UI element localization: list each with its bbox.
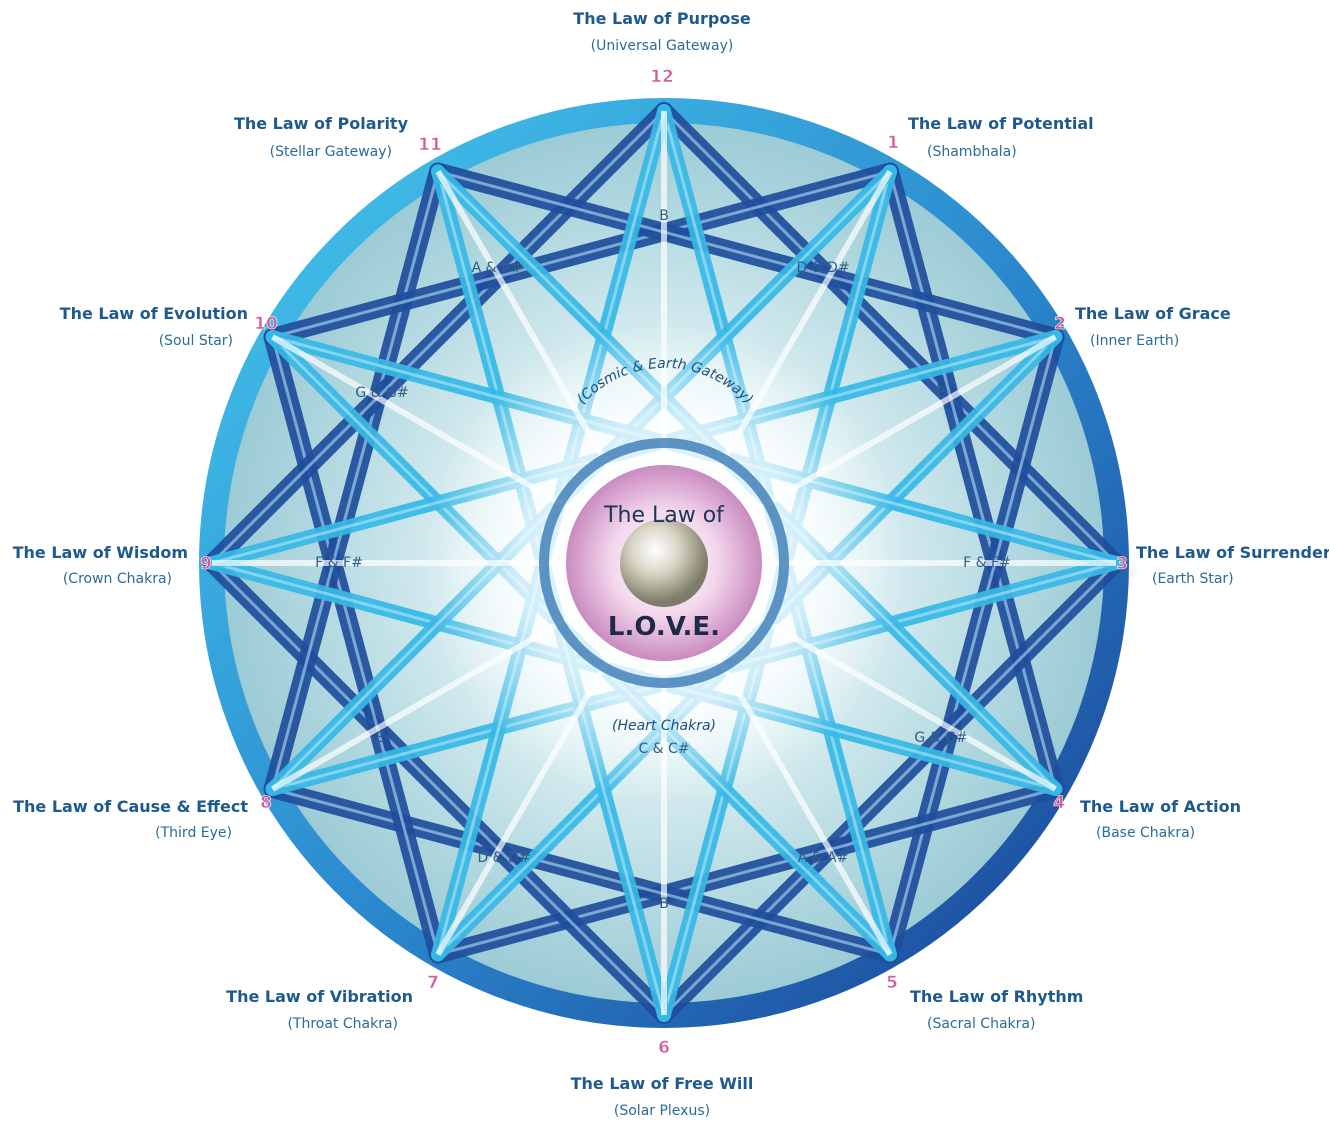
svg-text:(Sacral Chakra): (Sacral Chakra) xyxy=(927,1016,1035,1032)
node-number-4: 4 xyxy=(1053,793,1065,813)
svg-text:The Law of Potential: The Law of Potential xyxy=(908,114,1094,133)
node-number-1: 1 xyxy=(887,133,899,153)
node-number-5: 5 xyxy=(886,973,898,993)
node-number-2: 2 xyxy=(1054,314,1066,334)
center-love: L.O.V.E. xyxy=(608,612,720,642)
node-number-9: 9 xyxy=(200,554,212,574)
note-upper-right: D & D# xyxy=(796,260,849,276)
node-number-10: 10 xyxy=(254,314,278,334)
node-number-6: 6 xyxy=(658,1038,670,1058)
node-number-11: 11 xyxy=(418,135,442,155)
svg-text:(Crown Chakra): (Crown Chakra) xyxy=(63,571,172,587)
svg-text:The Law of Cause & Effect: The Law of Cause & Effect xyxy=(13,797,248,816)
note-left-upper: G & G# xyxy=(355,385,408,401)
note-right-upper: E xyxy=(937,385,946,401)
svg-text:The Law of Rhythm: The Law of Rhythm xyxy=(910,987,1083,1006)
svg-text:The Law of Vibration: The Law of Vibration xyxy=(226,987,413,1006)
svg-text:The Law of Purpose: The Law of Purpose xyxy=(573,9,751,28)
note-right-lower: G & G# xyxy=(914,730,967,746)
svg-text:(Stellar Gateway): (Stellar Gateway) xyxy=(270,144,392,160)
node-number-12: 12 xyxy=(650,67,674,87)
svg-text:The Law of Free Will: The Law of Free Will xyxy=(571,1074,754,1093)
law-label-9: The Law of Wisdom (Crown Chakra) xyxy=(13,543,188,587)
law-label-12: The Law of Purpose (Universal Gateway) xyxy=(573,9,751,54)
node-number-7: 7 xyxy=(427,973,439,993)
note-left: F & F# xyxy=(315,555,363,571)
law-label-7: The Law of Vibration (Throat Chakra) xyxy=(226,987,413,1032)
pearl xyxy=(620,519,708,607)
note-bottom: B xyxy=(659,896,669,912)
law-label-3: The Law of Surrender (Earth Star) xyxy=(1136,543,1329,587)
center-title: The Law of xyxy=(603,503,725,528)
law-label-5: The Law of Rhythm (Sacral Chakra) xyxy=(910,987,1083,1032)
note-center: C & C# xyxy=(638,741,689,757)
svg-text:The Law of Surrender: The Law of Surrender xyxy=(1136,543,1329,562)
law-label-6: The Law of Free Will (Solar Plexus) xyxy=(571,1074,754,1119)
svg-text:The Law of Evolution: The Law of Evolution xyxy=(60,304,248,323)
law-label-2: The Law of Grace (Inner Earth) xyxy=(1075,304,1231,349)
law-label-8: The Law of Cause & Effect (Third Eye) xyxy=(13,797,248,841)
svg-text:The Law of Polarity: The Law of Polarity xyxy=(234,114,409,133)
svg-text:(Solar Plexus): (Solar Plexus) xyxy=(614,1103,710,1119)
svg-text:(Earth Star): (Earth Star) xyxy=(1152,571,1234,587)
svg-text:The Law of Wisdom: The Law of Wisdom xyxy=(13,543,188,562)
svg-text:(Inner Earth): (Inner Earth) xyxy=(1090,333,1179,349)
note-right: F & F# xyxy=(963,555,1011,571)
law-label-1: The Law of Potential (Shambhala) xyxy=(908,114,1094,160)
node-number-3: 3 xyxy=(1116,554,1128,574)
svg-text:(Base Chakra): (Base Chakra) xyxy=(1096,825,1195,841)
svg-text:(Third Eye): (Third Eye) xyxy=(155,825,232,841)
note-upper-left: A & A# xyxy=(472,260,523,276)
law-label-11: The Law of Polarity (Stellar Gateway) xyxy=(234,114,409,160)
svg-text:(Universal Gateway): (Universal Gateway) xyxy=(591,38,734,54)
law-label-4: The Law of Action (Base Chakra) xyxy=(1080,797,1241,841)
svg-text:(Throat Chakra): (Throat Chakra) xyxy=(287,1016,398,1032)
note-left-lower: E xyxy=(376,730,385,746)
svg-text:(Soul Star): (Soul Star) xyxy=(159,333,233,349)
note-lower-right: A & A# xyxy=(798,850,849,866)
note-top: B xyxy=(659,208,669,224)
note-lower-left: D & D# xyxy=(477,850,530,866)
node-number-8: 8 xyxy=(260,793,272,813)
svg-text:(Shambhala): (Shambhala) xyxy=(927,144,1017,160)
svg-text:The Law of Grace: The Law of Grace xyxy=(1075,304,1231,323)
center-heart-text: (Heart Chakra) xyxy=(612,718,716,734)
svg-text:The Law of Action: The Law of Action xyxy=(1080,797,1241,816)
law-label-10: The Law of Evolution (Soul Star) xyxy=(60,304,248,349)
